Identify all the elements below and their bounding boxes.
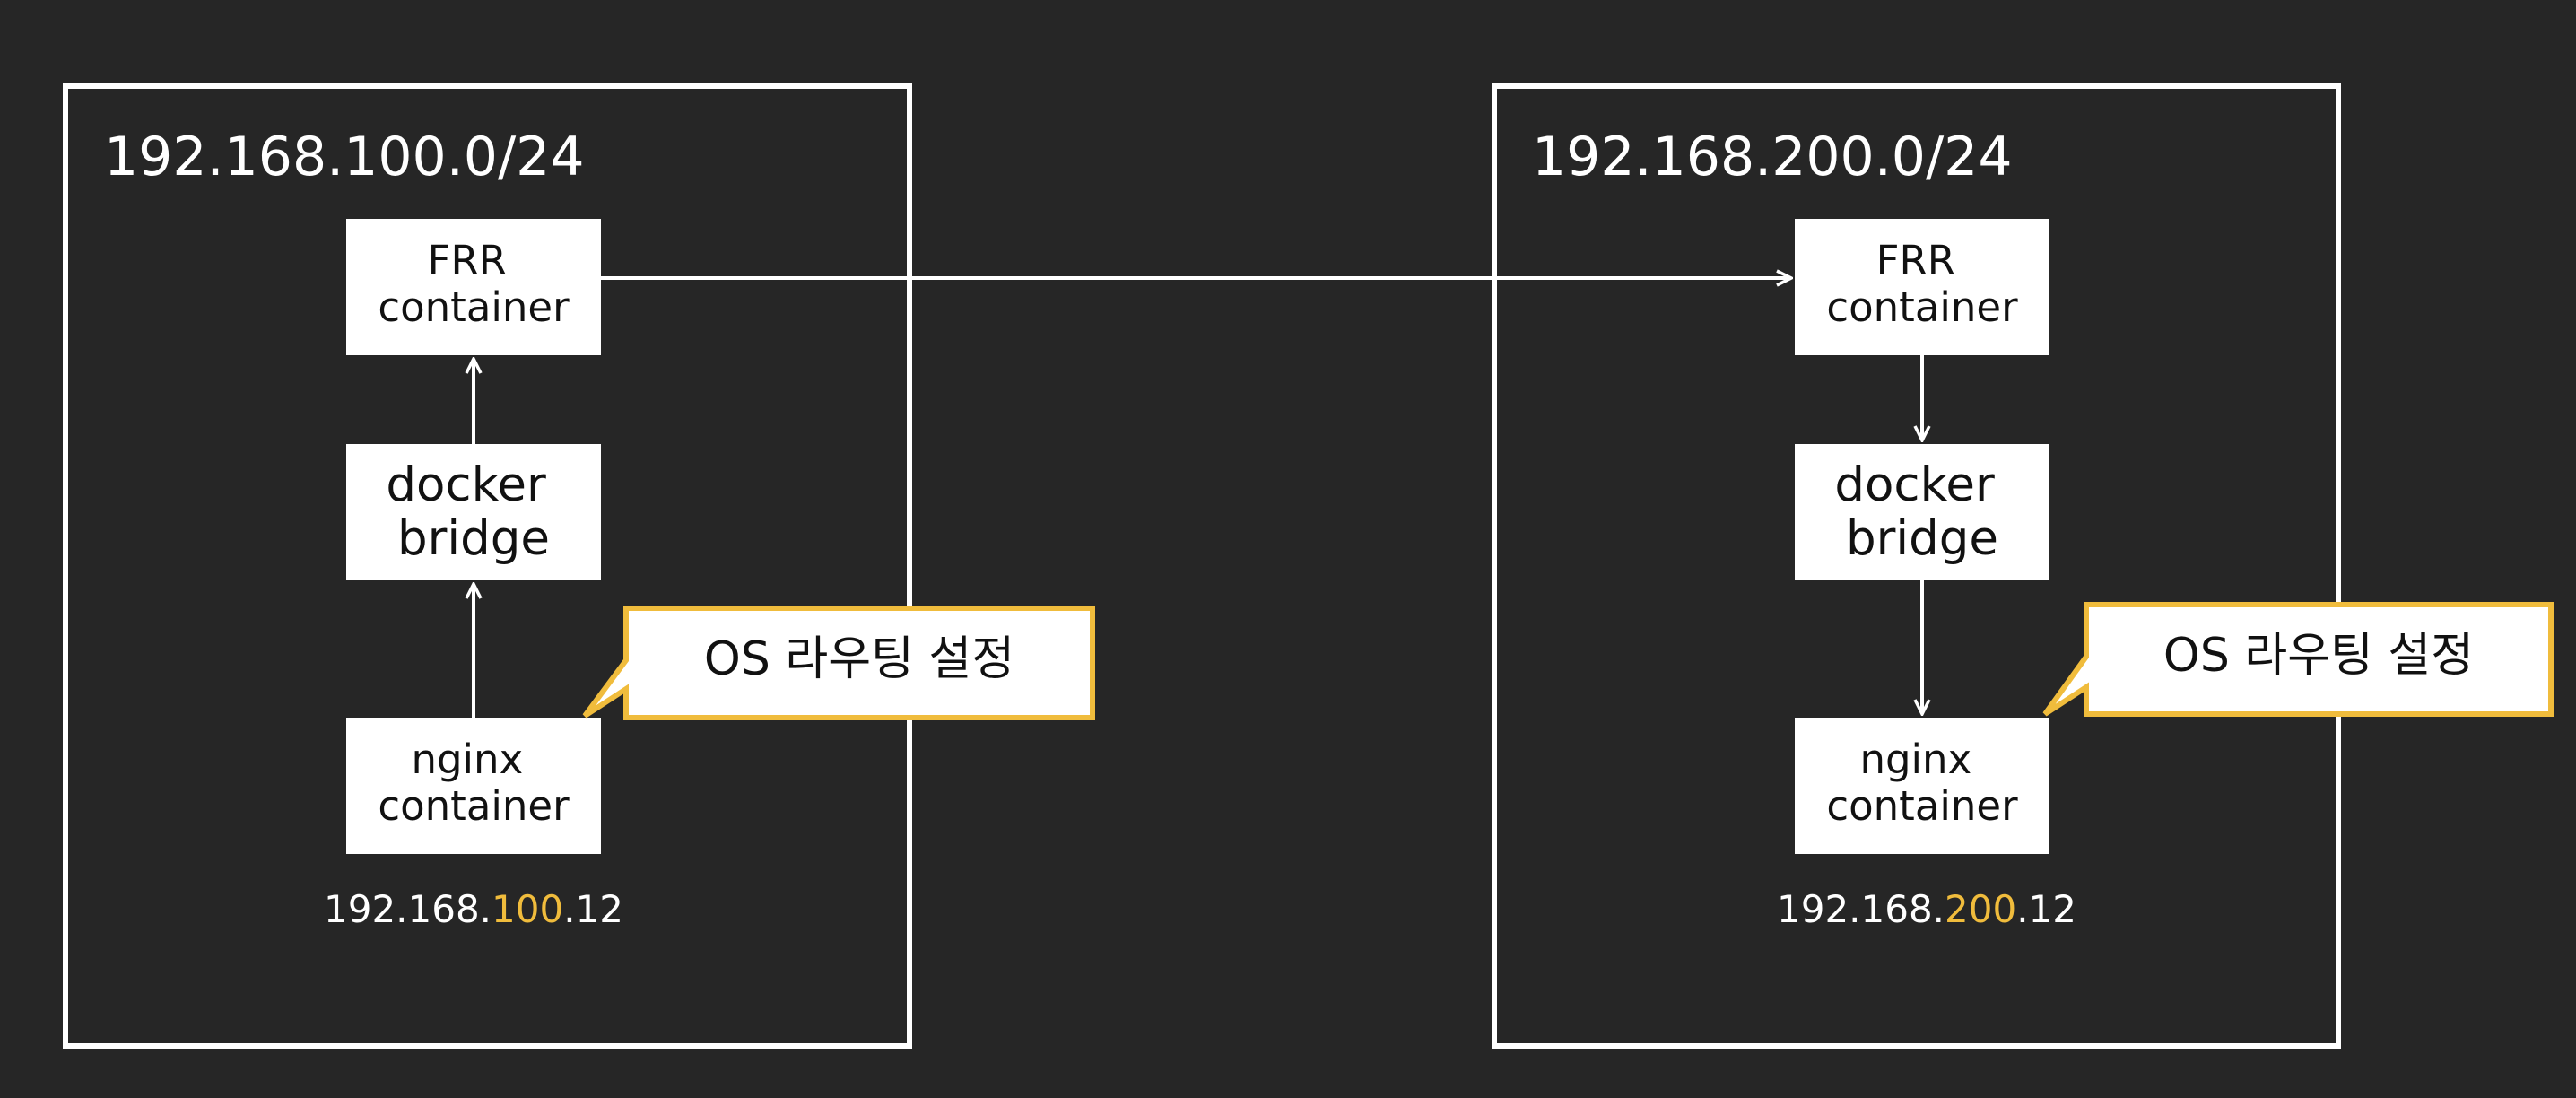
left-nginx-node bbox=[346, 718, 601, 854]
left-subnet-label: 192.168.100.0/24 bbox=[104, 126, 585, 188]
left-bridge-node bbox=[346, 444, 601, 580]
right-nginx-ip: 192.168.200.12 bbox=[1777, 887, 2076, 931]
left-os-routing-callout: OS 라우팅 설정 bbox=[582, 606, 1095, 720]
right-frr-label: FRR container bbox=[1826, 237, 2018, 331]
left-frr-node bbox=[346, 219, 601, 355]
left-network: 192.168.100.0/24 FRR container docker br… bbox=[63, 83, 1095, 1049]
left-nginx-label: nginx container bbox=[378, 736, 570, 830]
right-network: 192.168.200.0/24 FRR container docker br… bbox=[1492, 83, 2554, 1049]
right-bridge-node bbox=[1795, 444, 2049, 580]
left-nginx-ip: 192.168.100.12 bbox=[324, 887, 623, 931]
right-nginx-label: nginx container bbox=[1826, 736, 2018, 830]
right-subnet-label: 192.168.200.0/24 bbox=[1532, 126, 2013, 188]
left-subnet-frame bbox=[63, 83, 912, 1049]
right-bridge-label: docker bridge bbox=[1834, 458, 2009, 566]
right-nginx-node bbox=[1795, 718, 2049, 854]
left-callout-text: OS 라우팅 설정 bbox=[704, 632, 1014, 686]
right-os-routing-callout: OS 라우팅 설정 bbox=[2042, 602, 2554, 717]
right-subnet-frame bbox=[1492, 83, 2341, 1049]
right-frr-node bbox=[1795, 219, 2049, 355]
left-frr-label: FRR container bbox=[378, 237, 570, 331]
right-callout-text: OS 라우팅 설정 bbox=[2163, 629, 2474, 683]
left-bridge-label: docker bridge bbox=[386, 458, 561, 566]
